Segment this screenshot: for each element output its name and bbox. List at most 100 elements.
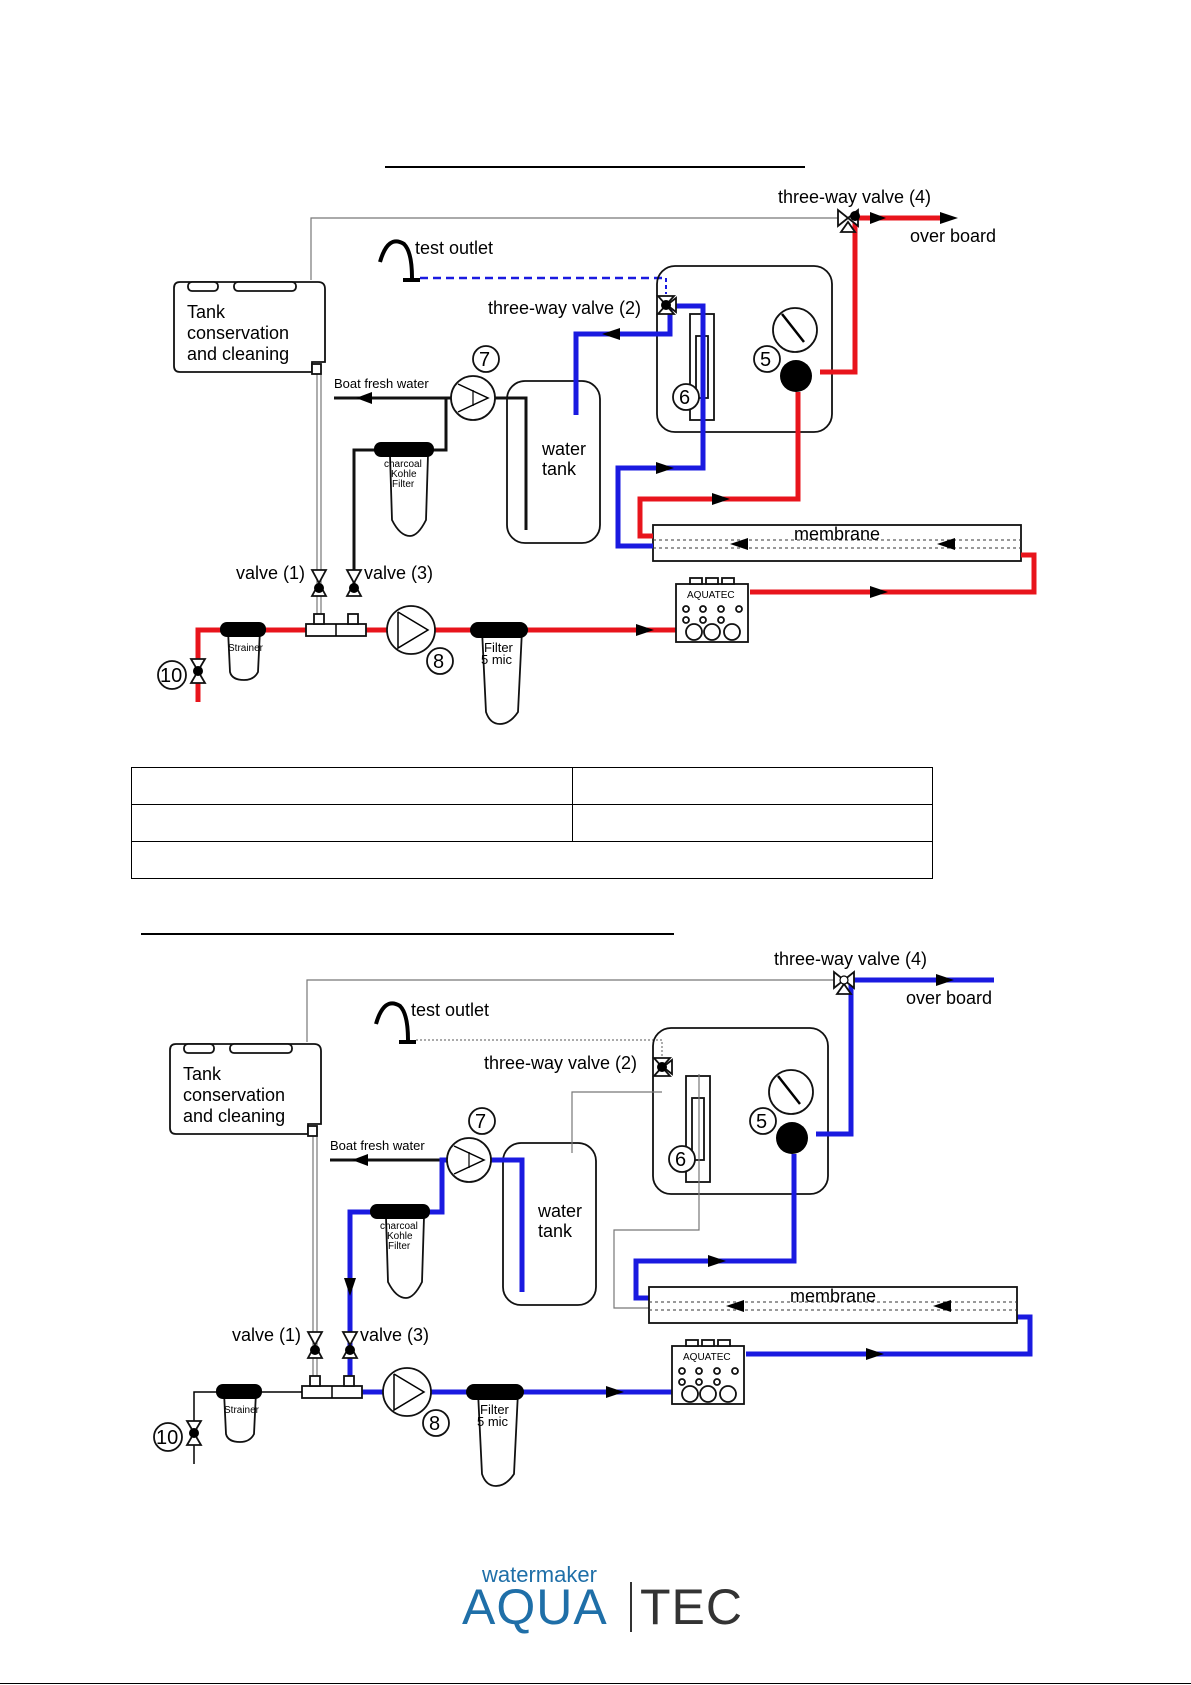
table-row	[131, 767, 933, 805]
boat-fresh-water-label: Boat fresh water	[330, 1138, 425, 1153]
water-tank	[506, 380, 601, 544]
strainer: Strainer	[216, 1384, 262, 1443]
valve-3-label: valve (3)	[360, 1325, 429, 1345]
aquatec-label: AQUATEC	[687, 590, 735, 601]
page-bottom-rule	[0, 1683, 1191, 1684]
table-row	[131, 804, 933, 842]
test-outlet-label: test outlet	[415, 238, 493, 258]
water-tank-label-1: water	[541, 439, 586, 459]
pump-8	[382, 1367, 432, 1417]
over-board-label: over board	[910, 226, 996, 246]
tank-return-line	[310, 217, 846, 280]
label-8: 8	[429, 1413, 440, 1435]
test-outlet: test outlet	[374, 1000, 489, 1044]
three-way-valve-2	[655, 295, 677, 315]
tank-return-line	[306, 979, 842, 1042]
charcoal-label-3: Filter	[388, 1241, 411, 1252]
valve-3-label: valve (3)	[364, 563, 433, 583]
membrane	[648, 1286, 1018, 1324]
tank-label-3: and cleaning	[183, 1106, 285, 1126]
valve-1	[310, 569, 328, 597]
title-underline-1	[385, 166, 805, 168]
label-6: 6	[675, 1149, 686, 1171]
tank-label-1: Tank	[187, 302, 226, 322]
test-outlet: test outlet	[378, 238, 493, 282]
membrane-label: membrane	[790, 1286, 876, 1306]
pump-8	[386, 605, 436, 655]
aquatec-pump: AQUATEC	[675, 577, 749, 643]
boat-fresh-water-label: Boat fresh water	[334, 376, 429, 391]
title-underline-2	[141, 933, 674, 935]
info-table	[131, 767, 933, 879]
charcoal-label-2: Kohle	[391, 469, 417, 480]
test-outlet-label: test outlet	[411, 1000, 489, 1020]
three-way-valve-2-label: three-way valve (2)	[488, 298, 641, 318]
tank-label-1: Tank	[183, 1064, 222, 1084]
label-8: 8	[433, 651, 444, 673]
three-way-valve-4-label: three-way valve (4)	[774, 949, 927, 969]
water-tank	[502, 1142, 597, 1306]
filter-label-1: Filter	[484, 640, 514, 655]
pressure-regulator	[776, 1122, 808, 1154]
charcoal-filter: charcoal Kohle Filter	[370, 1204, 430, 1299]
label-7: 7	[475, 1111, 486, 1133]
strainer: Strainer	[220, 622, 266, 681]
valve-10	[185, 1420, 203, 1446]
flush-overboard-line	[816, 977, 994, 1137]
logo-aqua-text: AQUA	[462, 1579, 608, 1635]
diagram-flushing-mode: Tank conservation and cleaning test outl…	[153, 949, 1033, 1487]
filter-label-2: 5 mic	[481, 652, 513, 667]
label-10: 10	[160, 665, 182, 687]
table-row	[131, 841, 933, 879]
valve-1-label: valve (1)	[232, 1325, 301, 1345]
over-board-label: over board	[906, 988, 992, 1008]
flush-concentrate-line	[633, 1154, 797, 1301]
tank-label-2: conservation	[183, 1085, 285, 1105]
flush-water-line	[347, 1157, 525, 1398]
feed-membrane-line	[750, 552, 1037, 595]
three-way-valve-2	[651, 1057, 673, 1077]
tank-label-3: and cleaning	[187, 344, 289, 364]
concentrate-line	[637, 392, 801, 539]
filter-label-1: Filter	[480, 1402, 510, 1417]
water-tank-label-2: tank	[542, 459, 577, 479]
label-5: 5	[760, 349, 771, 371]
cleaning-tank: Tank conservation and cleaning	[173, 281, 326, 375]
brine-overboard-line	[820, 215, 940, 375]
valve-3	[341, 1331, 359, 1359]
label-6: 6	[679, 387, 690, 409]
filter-5-mic: Filter 5 mic	[466, 1384, 524, 1487]
logo-watermaker-text: watermaker	[482, 1562, 597, 1587]
strainer-label: Strainer	[228, 643, 264, 654]
filter-label-2: 5 mic	[477, 1414, 509, 1429]
three-way-valve-4	[833, 970, 855, 995]
label-5: 5	[756, 1111, 767, 1133]
valve-1-label: valve (1)	[236, 563, 305, 583]
label-7: 7	[479, 349, 490, 371]
charcoal-label-1: charcoal	[384, 459, 422, 470]
valve-3	[345, 569, 363, 597]
charcoal-label-1: charcoal	[380, 1221, 418, 1232]
water-tank-label-1: water	[537, 1201, 582, 1221]
logo-divider	[630, 1582, 632, 1632]
diagram-production-mode: Tank conservation and cleaning test outl…	[157, 187, 1037, 725]
valve-1	[306, 1331, 324, 1359]
label-10: 10	[156, 1427, 178, 1449]
charcoal-label-3: Filter	[392, 479, 415, 490]
three-way-valve-2-label: three-way valve (2)	[484, 1053, 637, 1073]
valve-10	[189, 658, 207, 684]
logo-tec-text: TEC	[640, 1579, 743, 1635]
test-outlet-dotted-line	[416, 1039, 663, 1056]
membrane-label: membrane	[794, 524, 880, 544]
aquatec-pump: AQUATEC	[671, 1339, 745, 1405]
strainer-label: Strainer	[224, 1405, 260, 1416]
membrane	[652, 524, 1022, 562]
flush-membrane-line	[746, 1314, 1033, 1357]
water-tank-label-2: tank	[538, 1221, 573, 1241]
charcoal-filter: charcoal Kohle Filter	[374, 442, 434, 537]
charcoal-label-2: Kohle	[387, 1231, 413, 1242]
tank-label-2: conservation	[187, 323, 289, 343]
control-box	[652, 1027, 829, 1195]
three-way-valve-4-label: three-way valve (4)	[778, 187, 931, 207]
permeate-line	[573, 303, 706, 549]
